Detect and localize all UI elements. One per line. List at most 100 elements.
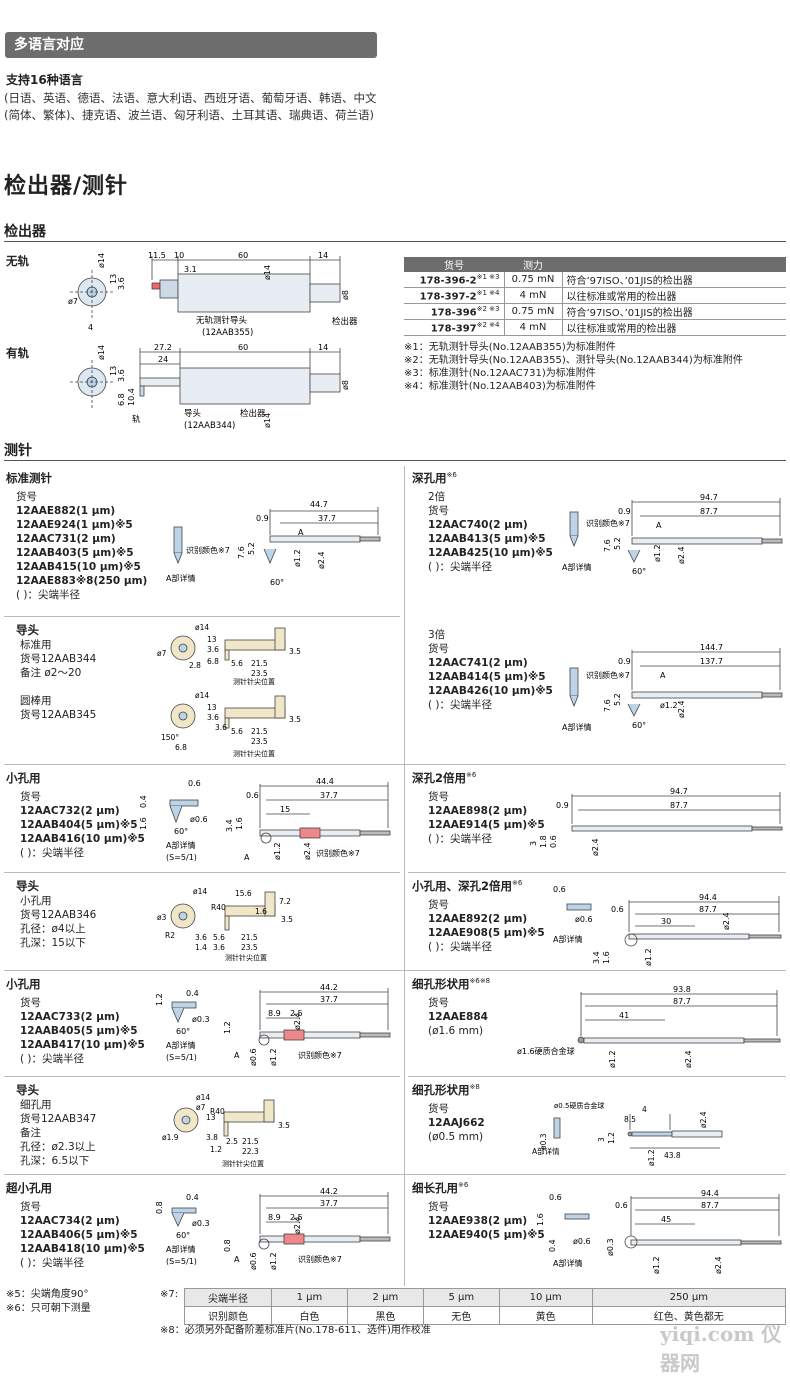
svg-text:0.9: 0.9 [556,801,569,810]
smallhole2-title: 小孔用 [6,977,41,991]
svg-text:识别颜色※7: 识别颜色※7 [316,848,360,858]
svg-text:ø7: ø7 [196,1103,206,1112]
note-line: ※3：标准测针(No.12AAC731)为标准附件 [404,368,596,379]
svg-text:0.4: 0.4 [186,989,199,998]
detector-title: 检出器 [4,224,46,240]
deep-3x-catalog: 3倍 货号 12AAC741(2 μm) 12AAB414(5 μm)※5 12… [428,629,553,711]
svg-text:2.8: 2.8 [189,661,201,670]
svg-text:4: 4 [88,323,93,332]
svg-text:ø1.9: ø1.9 [162,1133,179,1142]
svg-text:ø3: ø3 [157,913,167,922]
svg-text:10: 10 [174,251,184,260]
svg-text:0.9: 0.9 [618,657,631,666]
detector-with-rail-label: 有轨 [6,346,29,360]
multilang-list: (日语、英语、德语、法语、意大利语、西班牙语、葡萄牙语、韩语、中文(简体、繁体)… [4,91,377,122]
svg-text:60°: 60° [632,721,646,730]
note-line: ※2：无轨测针导头(No.12AAB355)、测针导头(No.12AAB344)… [404,355,743,366]
ultrasmall-catalog: 货号 12AAC734(2 μm) 12AAB406(5 μm)※5 12AAB… [20,1201,145,1269]
smalldeep-catalog: 货号 12AAE892(2 μm) 12AAE908(5 μm)※5 ( )：尖… [428,899,545,953]
svg-text:23.5: 23.5 [251,737,268,746]
svg-text:ø14: ø14 [195,623,209,632]
divider [4,616,400,617]
svg-text:轨: 轨 [132,414,141,425]
svg-text:ø8: ø8 [341,290,350,300]
svg-text:无轨测针导头: 无轨测针导头 [196,315,248,326]
stylus-rule [4,460,786,461]
svg-text:5.6: 5.6 [231,659,243,668]
svg-text:1.2: 1.2 [210,1145,222,1154]
svg-text:15: 15 [280,805,290,814]
svg-text:3.8: 3.8 [206,1133,218,1142]
svg-text:8.9: 8.9 [268,1213,281,1222]
divider [4,970,786,971]
thinhole2-title: 细孔形状用※8 [412,1083,480,1097]
table-row: 178-396※2 ※3 0.75 mN 符合’97ISO、’01JIS的检出器 [404,303,786,320]
svg-text:7.2: 7.2 [279,897,291,906]
ultrasmall-drawing: 0.4 0.8 60° ø0.3 A部详情 (S=5/1) 44.2 37.7 … [155,1187,391,1270]
svg-text:ø0.3: ø0.3 [539,1133,548,1150]
svg-text:0.6: 0.6 [246,791,259,800]
svg-text:ø14: ø14 [97,253,106,268]
svg-text:23.5: 23.5 [251,669,268,678]
svg-text:A部详情: A部详情 [562,562,591,572]
thinhole1-drawing: 93.8 87.7 41 ø1.6硬质合金球 ø1.2 ø2.4 [517,985,781,1068]
svg-text:60: 60 [238,343,248,352]
svg-text:ø0.6: ø0.6 [573,1237,591,1246]
note-line: ※4：标准测针(No.12AAB403)为标准附件 [404,381,596,392]
detector-no-rail-label: 无轨 [6,254,29,268]
svg-text:3.4: 3.4 [225,819,234,832]
svg-text:137.7: 137.7 [700,657,723,666]
svg-text:R40: R40 [210,1107,225,1116]
deep2x-drawing: 94.7 87.7 0.9 3 1.8 0.6 ø2.4 [529,787,783,856]
svg-text:ø0.6: ø0.6 [249,1048,258,1066]
svg-text:13: 13 [109,366,118,376]
svg-text:37.7: 37.7 [320,791,338,800]
svg-text:0.6: 0.6 [549,1193,562,1202]
thinhole2-catalog: 货号 12AAJ662 (ø0.5 mm) [428,1103,485,1143]
svg-text:0.8: 0.8 [223,1239,232,1252]
svg-text:5.6: 5.6 [231,727,243,736]
svg-text:R2: R2 [165,931,175,940]
svg-text:测针针尖位置: 测针针尖位置 [225,953,267,962]
smallhole1-catalog: 货号 12AAC732(2 μm) 12AAB404(5 μm)※5 12AAB… [20,791,145,859]
note-line: ※1：无轨测针导头(No.12AAB355)为标准附件 [404,342,616,353]
svg-text:ø1.2: ø1.2 [269,1252,278,1270]
svg-text:94.4: 94.4 [701,1189,719,1198]
svg-text:87.7: 87.7 [670,801,688,810]
svg-text:23.5: 23.5 [241,943,258,952]
divider [4,1076,400,1077]
svg-text:1.6: 1.6 [602,951,611,964]
svg-text:ø2.4: ø2.4 [293,1216,302,1234]
detector-rule [4,241,786,242]
svg-text:ø1.2: ø1.2 [653,544,662,562]
table-row: 识别颜色 白色 黑色 无色 黄色 红色、黄色都无 [184,1306,787,1325]
detector-notes: ※1：无轨测针导头(No.12AAB355)为标准附件 ※2：无轨测针导头(No… [404,341,786,393]
svg-text:ø1.6硬质合金球: ø1.6硬质合金球 [517,1046,575,1056]
svg-text:6.8: 6.8 [117,393,126,406]
watermark: yiqi.com 仪器网 [660,1322,782,1375]
svg-text:ø14: ø14 [195,691,209,700]
footnote-5: ※5：尖端角度90° [6,1289,89,1300]
table-row: 178-397-2※1 ※4 4 mN 以往标准或常用的检出器 [404,287,786,304]
svg-text:7.6: 7.6 [237,546,246,559]
svg-text:6.8: 6.8 [175,743,187,752]
svg-text:1.6: 1.6 [255,907,267,916]
svg-text:A部详情: A部详情 [562,722,591,732]
svg-text:43.8: 43.8 [664,1151,681,1160]
svg-text:5.2: 5.2 [613,537,622,550]
deep2x-title: 深孔2倍用※6 [412,771,477,785]
svg-text:1.2: 1.2 [607,1132,616,1144]
svg-text:10.4: 10.4 [127,388,136,406]
svg-text:7.6: 7.6 [603,699,612,712]
svg-text:(12AAB355): (12AAB355) [202,328,253,338]
divider [4,1174,786,1175]
svg-text:ø2.4: ø2.4 [714,1256,723,1274]
svg-text:3.4: 3.4 [592,951,601,964]
svg-text:ø2.4: ø2.4 [677,700,686,718]
svg-text:3.6: 3.6 [207,713,219,722]
guide3-drawing: ø14 ø7 13 ø1.9 R40 3.8 2.5 1.2 21.5 22.3… [162,1093,290,1168]
svg-text:A部详情: A部详情 [166,1244,195,1254]
svg-text:3.6: 3.6 [215,723,227,732]
svg-text:44.7: 44.7 [310,500,328,509]
svg-text:0.4: 0.4 [186,1193,199,1202]
